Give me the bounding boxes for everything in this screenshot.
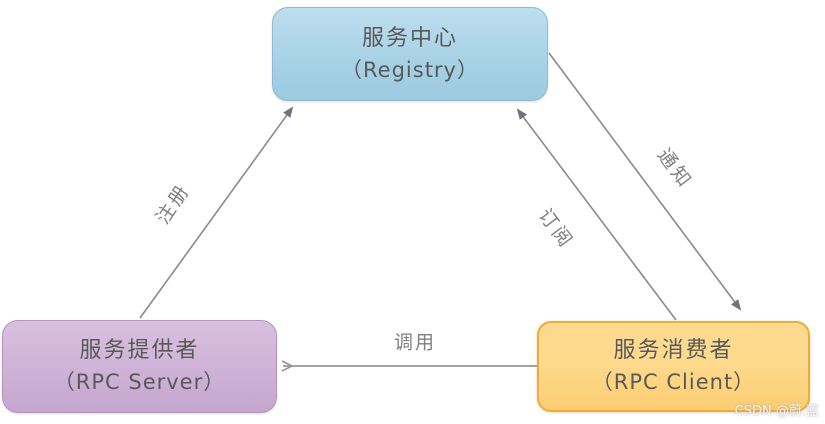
node-provider-title: 服务提供者	[79, 338, 200, 364]
node-consumer-subtitle: （RPC Client）	[591, 370, 756, 395]
edge-label-register: 注册	[151, 179, 195, 229]
node-registry-subtitle: （Registry）	[341, 57, 479, 82]
arrow-notify	[548, 52, 742, 311]
node-registry-title: 服务中心	[361, 25, 458, 51]
watermark: CSDN @蔚.蓝	[734, 404, 819, 419]
node-consumer-title: 服务消费者	[613, 338, 734, 364]
edge-label-subscribe: 订阅	[533, 204, 578, 254]
node-provider: 服务提供者 （RPC Server）	[2, 320, 277, 413]
edge-label-invoke: 调用	[393, 331, 437, 354]
node-consumer: 服务消费者 （RPC Client）	[537, 321, 810, 412]
edge-label-notify: 通知	[652, 144, 697, 194]
node-registry: 服务中心 （Registry）	[272, 7, 548, 101]
node-provider-subtitle: （RPC Server）	[53, 370, 226, 395]
